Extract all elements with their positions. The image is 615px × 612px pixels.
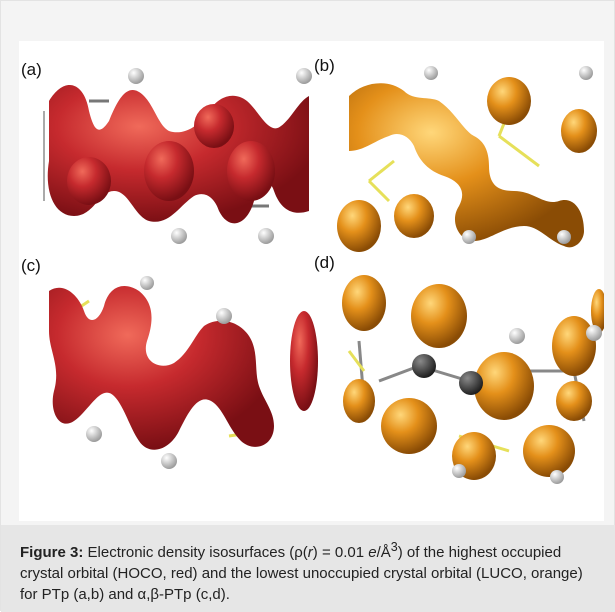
caption-exponent: 3 bbox=[390, 540, 398, 554]
panel-b-isosurface bbox=[337, 66, 597, 252]
figure-image: (a) (b) (c) (d) bbox=[19, 41, 604, 521]
caption-e-unit: e bbox=[368, 544, 377, 561]
panel-label-c: (c) bbox=[21, 256, 41, 275]
caption-text-2: ) = 0.01 bbox=[312, 544, 369, 561]
caption-r: r bbox=[307, 544, 313, 561]
panel-c-isosurface bbox=[49, 276, 318, 469]
caption-text-4: ) of the highest occupied crystal orbita… bbox=[20, 544, 583, 603]
panel-label-d: (d) bbox=[314, 253, 335, 272]
isosurface-figure: (a) (b) (c) (d) bbox=[21, 56, 604, 484]
caption-label: Figure 3: bbox=[20, 544, 84, 561]
panel-label-b: (b) bbox=[314, 56, 335, 75]
panel-d-isosurface bbox=[342, 275, 604, 484]
caption-text-3: /Å bbox=[376, 544, 391, 561]
caption-text-1: Electronic density isosurfaces (ρ( bbox=[83, 544, 308, 561]
panel-label-a: (a) bbox=[21, 60, 42, 79]
figure-caption: Figure 3: Electronic density isosurfaces… bbox=[1, 525, 615, 612]
panel-a-isosurface bbox=[43, 68, 312, 244]
